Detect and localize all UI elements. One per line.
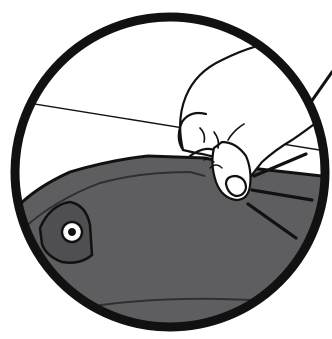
- callout-leader-icon: [311, 72, 332, 102]
